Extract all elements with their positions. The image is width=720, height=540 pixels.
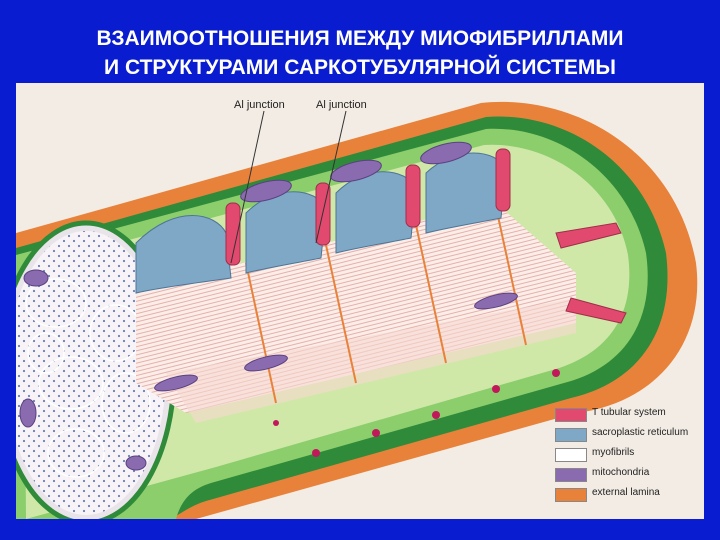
title-line-2: И СТРУКТУРАМИ САРКОТУБУЛЯРНОЙ СИСТЕМЫ xyxy=(0,53,720,82)
legend-item-lamina: external lamina xyxy=(553,485,699,503)
myofibril-swatch-icon xyxy=(555,448,587,462)
title-line-1: ВЗАИМООТНОШЕНИЯ МЕЖДУ МИОФИБРИЛЛАМИ xyxy=(0,24,720,53)
mitochondria-swatch-icon xyxy=(555,468,587,482)
diagram-panel: Al junction Al junction T tubular system… xyxy=(16,83,704,519)
reticulum-swatch-icon xyxy=(555,428,587,442)
legend-item-myofibrils: myofibrils xyxy=(553,445,699,463)
callout-al-junction-2: Al junction xyxy=(316,99,367,111)
legend-label: sacroplastic reticulum xyxy=(592,427,688,438)
lamina-swatch-icon xyxy=(555,488,587,502)
slide-title: ВЗАИМООТНОШЕНИЯ МЕЖДУ МИОФИБРИЛЛАМИ И СТ… xyxy=(0,24,720,82)
legend-item-mitochondria: mitochondria xyxy=(553,465,699,483)
callout-al-junction-1: Al junction xyxy=(234,99,285,111)
legend-item-t-tubular: T tubular system xyxy=(553,405,699,423)
legend-label: external lamina xyxy=(592,487,660,498)
t-tubule-swatch-icon xyxy=(555,408,587,422)
legend-label: myofibrils xyxy=(592,447,634,458)
legend-label: T tubular system xyxy=(592,407,666,418)
legend-item-reticulum: sacroplastic reticulum xyxy=(553,425,699,443)
legend-label: mitochondria xyxy=(592,467,649,478)
